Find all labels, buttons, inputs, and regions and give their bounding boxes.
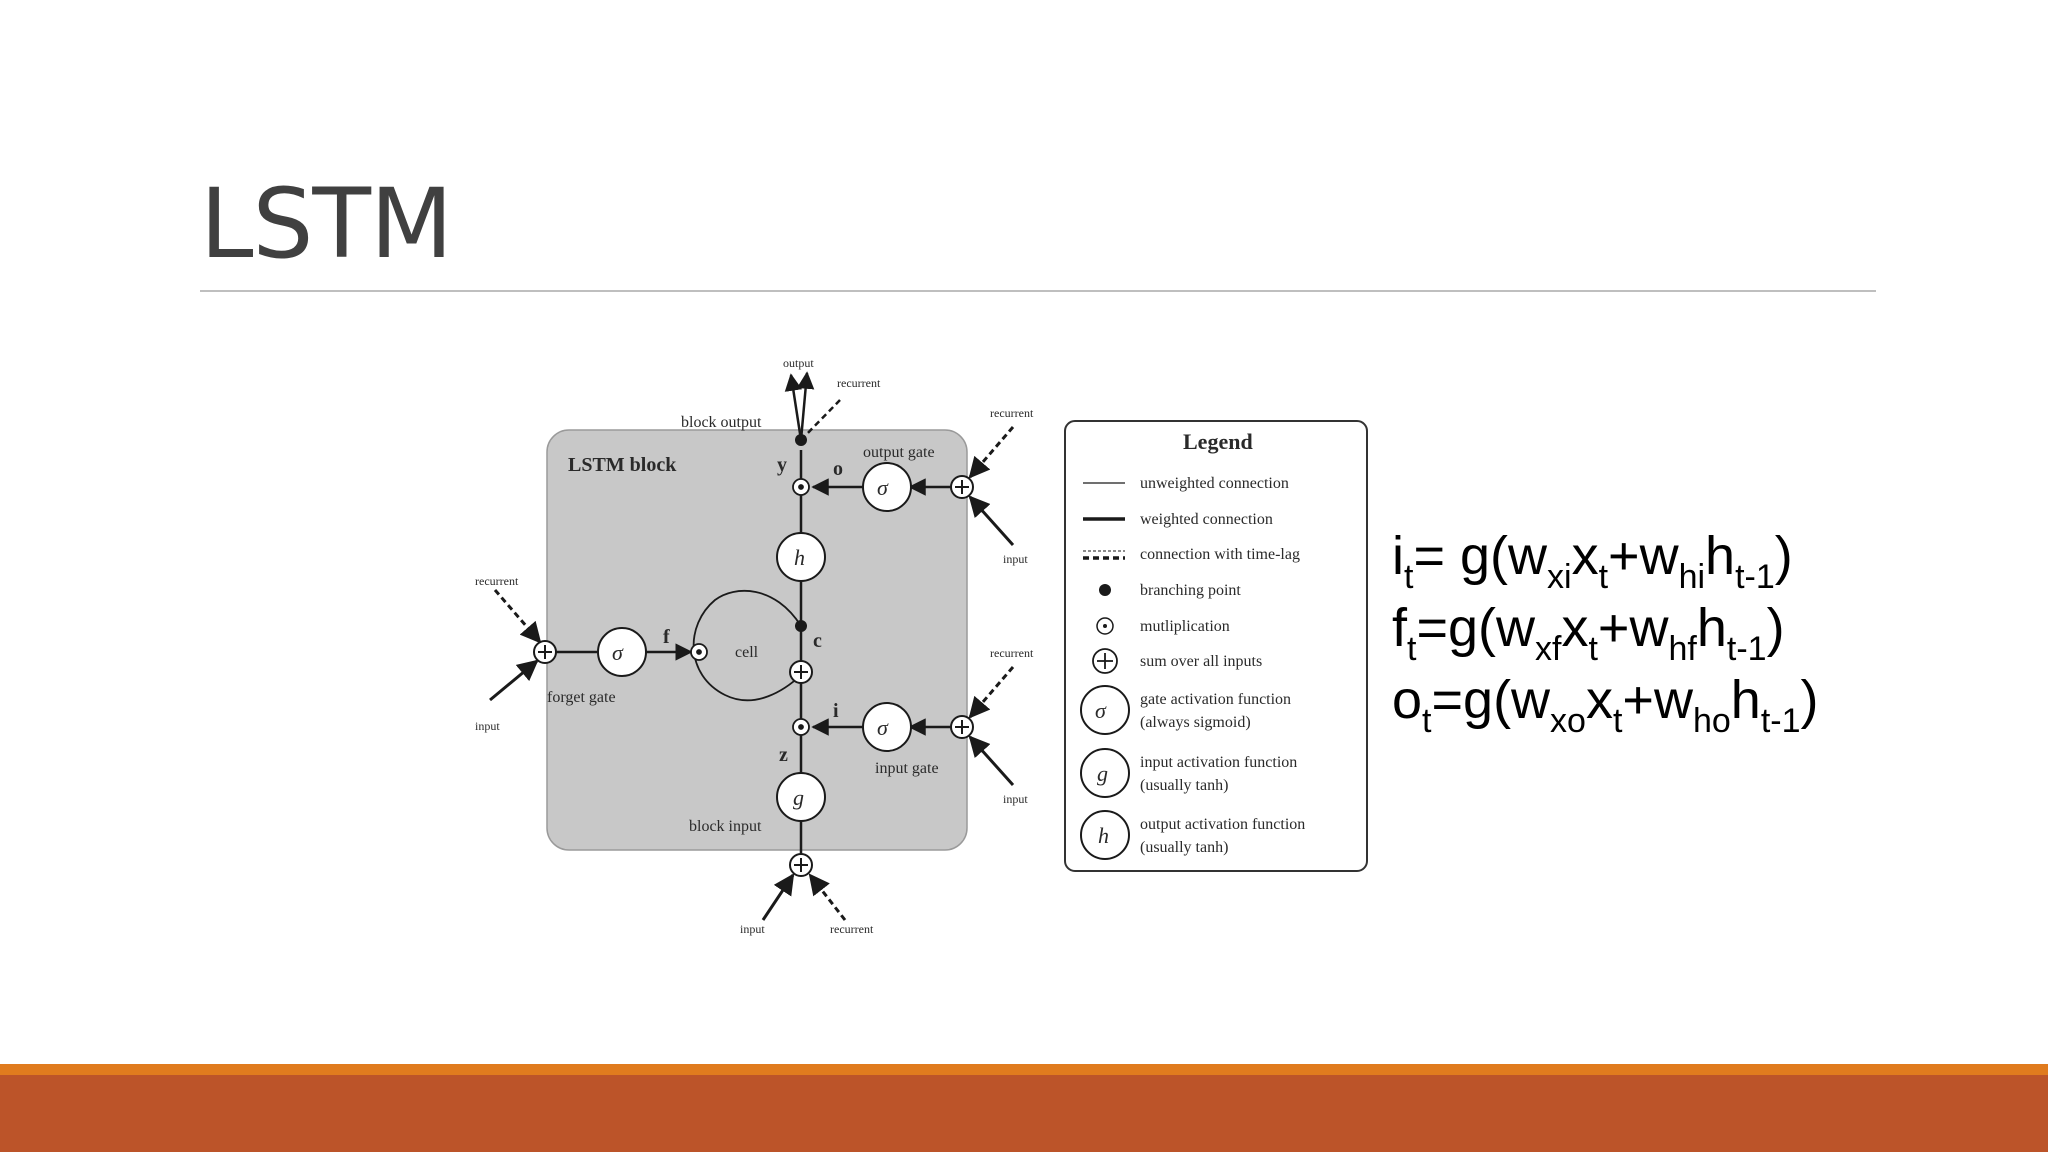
sum-node-cell [789,660,813,684]
legend-item-input-act-sub: (usually tanh) [1140,777,1228,794]
legend-input-act-icon [1080,748,1130,798]
legend-item-output-act-sub: (usually tanh) [1140,839,1228,856]
label-recurrent-bottom: recurrent [830,922,874,936]
label-o: o [833,458,843,480]
label-output-gate: output gate [863,444,935,461]
slide-title: LSTM [200,168,453,280]
label-input-gate: input gate [875,760,939,777]
label-c: c [813,630,822,652]
legend-sum-icon [1092,648,1118,674]
footer-band [0,1075,2048,1152]
branch-point-cell [795,620,807,632]
label-recurrent-right-top: recurrent [990,406,1034,420]
sum-node-block-input [789,853,813,877]
label-recurrent-right-bottom: recurrent [990,646,1034,660]
label-block-input: block input [689,818,762,835]
mult-node-output [792,478,810,496]
legend-item-output-act: output activation function [1140,816,1305,833]
mult-node-forget [690,643,708,661]
sum-node-output [950,475,974,499]
label-recurrent-left: recurrent [475,574,519,588]
label-cell: cell [735,644,759,661]
svg-text:σ: σ [612,640,624,665]
legend-item-branching: branching point [1140,582,1241,599]
label-input-bottom: input [740,922,765,936]
svg-text:σ: σ [877,715,889,740]
forget-gate-sigma: σ [597,627,647,677]
sum-node-input [950,715,974,739]
mult-node-input [792,718,810,736]
label-output: output [783,356,814,370]
label-z: z [779,744,788,766]
branch-point-output [795,434,807,446]
legend-branch-icon [1099,584,1111,596]
svg-text:g: g [793,785,804,810]
gate-equations: it= g(wxixt+whiht-1) ft=g(wxfxt+whfht-1)… [1392,520,1819,740]
label-i: i [833,700,839,722]
legend-gate-act-icon [1080,685,1130,735]
label-f: f [663,626,670,648]
legend-title: Legend [1183,429,1253,454]
equation-forget-gate: ft=g(wxfxt+whfht-1) [1392,598,1785,668]
title-divider [200,290,1876,292]
legend-item-sum: sum over all inputs [1140,653,1262,670]
label-input-right-bottom: input [1003,792,1028,806]
legend: Legend unweighted connection weighted co… [1064,420,1368,872]
block-input-g: g [776,772,826,822]
label-block-output: block output [681,414,762,431]
label-input-right-top: input [1003,552,1028,566]
legend-output-act-icon [1080,810,1130,860]
label-forget-gate: forget gate [547,689,616,706]
svg-text:σ: σ [1095,698,1107,723]
svg-text:h: h [794,545,805,570]
svg-text:σ: σ [877,475,889,500]
svg-text:g: g [1097,761,1108,786]
legend-item-input-act: input activation function [1140,754,1297,771]
equation-input-gate: it= g(wxixt+whiht-1) [1392,526,1793,596]
sum-node-forget [533,640,557,664]
legend-item-weighted: weighted connection [1140,511,1273,528]
legend-item-time-lag: connection with time-lag [1140,546,1300,563]
label-input-left: input [475,719,500,733]
equation-output-gate: ot=g(wxoxt+whoht-1) [1392,670,1819,740]
input-gate-sigma: σ [862,702,912,752]
legend-item-gate-act-sub: (always sigmoid) [1140,714,1251,731]
label-y: y [777,454,787,476]
label-recurrent-top: recurrent [837,376,881,390]
lstm-block-title: LSTM block [568,454,677,476]
output-gate-sigma: σ [862,462,912,512]
legend-item-gate-act: gate activation function [1140,691,1291,708]
lstm-block-box [546,429,968,851]
lstm-diagram: LSTM block [465,345,1415,950]
footer-accent-stripe [0,1064,2048,1075]
svg-text:h: h [1098,823,1109,848]
output-activation-h: h [776,532,826,582]
legend-item-unweighted: unweighted connection [1140,475,1289,492]
legend-item-multiplication: mutliplication [1140,618,1230,635]
